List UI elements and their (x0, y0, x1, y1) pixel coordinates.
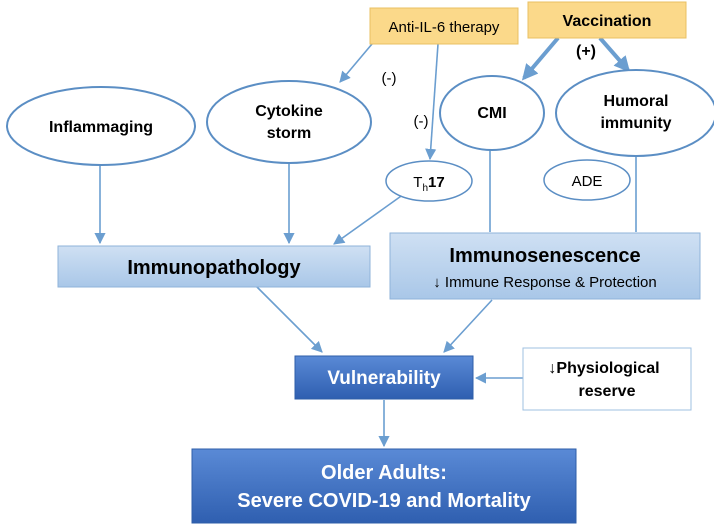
cytokine-label-line1: Cytokine (255, 103, 323, 120)
immunopathology-label: Immunopathology (127, 257, 301, 279)
arrow-antiil6-to-cytokine (339, 43, 373, 83)
arrow-antiil6-to-th17 (425, 43, 439, 161)
arrow-vaccination-to-cmi (521, 36, 560, 81)
plus-effect-label: (+) (576, 43, 596, 60)
humoral-label-line1: Humoral (604, 93, 669, 110)
humoral-immunity-node: Humoral immunity (555, 69, 714, 157)
arrow-immunosenescence-to-vulnerability (443, 299, 493, 353)
immune-response-label: ↓ Immune Response & Protection (433, 274, 656, 291)
minus-effect-label-cytokine: (-) (382, 70, 397, 87)
arrow-th17-to-immunopathology (333, 193, 405, 245)
th17-label: Th17 (413, 174, 444, 194)
inflammaging-node: Inflammaging (6, 86, 196, 166)
cytokine-label-line2: storm (267, 125, 311, 142)
vaccination-box: Vaccination (527, 1, 687, 39)
th17-number: 17 (428, 174, 445, 191)
minus-effect-label-th17: (-) (414, 113, 429, 130)
vulnerability-label: Vulnerability (327, 368, 441, 389)
th17-base: T (413, 174, 422, 191)
vulnerability-box: Vulnerability (294, 355, 474, 400)
anti-il6-label: Anti-IL-6 therapy (389, 19, 500, 36)
cmi-node: CMI (439, 75, 545, 151)
humoral-label-line2: immunity (600, 115, 671, 132)
physiological-label-line1: ↓Physiological (548, 360, 659, 377)
immunosenescence-label: Immunosenescence (449, 245, 640, 267)
immunopathology-box: Immunopathology (57, 245, 371, 288)
physiological-label-line2: reserve (579, 383, 636, 400)
older-adults-label-line2: Severe COVID-19 and Mortality (237, 490, 531, 512)
physiological-reserve-box: ↓Physiological reserve (522, 347, 692, 411)
arrow-immunopathology-to-vulnerability (255, 285, 323, 353)
immunosenescence-box: Immunosenescence ↓ Immune Response & Pro… (389, 232, 701, 300)
th17-node: Th17 (385, 160, 473, 202)
cytokine-storm-node: Cytokine storm (206, 80, 372, 164)
vaccination-label: Vaccination (563, 13, 652, 30)
ade-node: ADE (543, 159, 631, 201)
anti-il6-therapy-box: Anti-IL-6 therapy (369, 7, 519, 45)
cmi-label: CMI (477, 105, 506, 122)
ade-label: ADE (572, 173, 603, 190)
arrow-vaccination-to-humoral (598, 36, 631, 73)
inflammaging-label: Inflammaging (49, 119, 153, 136)
older-adults-label-line1: Older Adults: (321, 462, 447, 484)
th17-subscript: h (422, 183, 428, 194)
older-adults-outcome-box: Older Adults: Severe COVID-19 and Mortal… (191, 448, 577, 524)
connectors (94, 36, 637, 448)
